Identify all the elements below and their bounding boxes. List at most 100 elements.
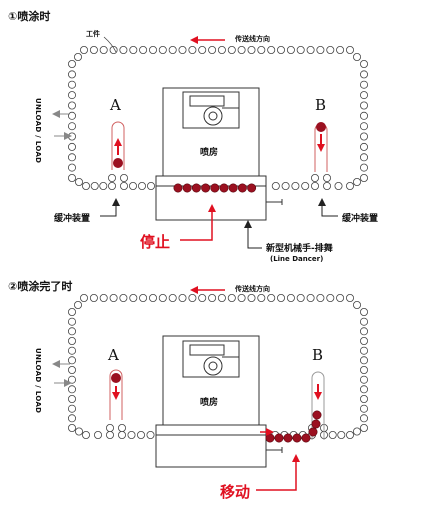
chain-link (148, 293, 157, 302)
chain-link (208, 46, 217, 55)
workpiece (191, 183, 201, 193)
chain-link (359, 375, 368, 384)
chain-link (68, 163, 77, 172)
chain-link (359, 173, 368, 182)
chain-link (286, 46, 295, 55)
label-a-2: A (108, 346, 119, 364)
chain-link (68, 336, 77, 345)
buffer-right-pointer (318, 198, 338, 217)
chain-link (168, 46, 177, 55)
label-b: B (315, 96, 327, 114)
chain-link (359, 70, 368, 79)
chain-link (146, 181, 155, 190)
chain-link (281, 181, 290, 190)
chain-link (345, 430, 354, 439)
unload-load-label-2: UNLOAD / LOAD (34, 348, 42, 414)
chain-link (68, 122, 77, 131)
robot-pointer (244, 220, 262, 249)
chain-link (301, 181, 310, 190)
chain-link (94, 430, 103, 439)
chain-link (106, 430, 115, 439)
chain-link (359, 163, 368, 172)
buffer-b-loop-2 (311, 371, 325, 440)
chain-link (137, 181, 146, 190)
chain-link (359, 394, 368, 403)
state-move-label: 移动 (220, 483, 251, 501)
chain-link (247, 46, 256, 55)
buffer-a-loop (111, 121, 125, 170)
chain-link (89, 46, 98, 55)
chain-link (68, 142, 77, 151)
chain-link (257, 293, 266, 302)
move-pointer (256, 454, 300, 491)
buffer-a-workpiece-2 (111, 373, 121, 383)
chain-link (359, 327, 368, 336)
chain-link (68, 317, 77, 326)
chain-link (89, 293, 98, 302)
chain-link (188, 46, 197, 55)
chain-link (168, 293, 177, 302)
chain-link (68, 111, 77, 120)
chain-link (188, 293, 197, 302)
chain-link (106, 423, 115, 432)
chain-link (99, 293, 108, 302)
chain-link (334, 181, 343, 190)
spray-booth (162, 87, 260, 177)
chain-link (310, 173, 319, 182)
chain-link (359, 80, 368, 89)
chain-link (119, 46, 128, 55)
chain-link (328, 430, 337, 439)
chain-link (68, 385, 77, 394)
chain-link (129, 293, 138, 302)
workpiece (292, 433, 302, 443)
workpieces-stopped (173, 183, 257, 193)
workpiece (311, 419, 321, 429)
chain-link (158, 293, 167, 302)
buffer-left-label: 缓冲装置 (54, 214, 91, 224)
buffer-right-label: 缓冲装置 (342, 214, 379, 224)
chain-link (109, 293, 118, 302)
panel-2-graphics (52, 286, 368, 491)
chain-link (198, 293, 207, 302)
chain-link (326, 293, 335, 302)
chain-link (109, 46, 118, 55)
chain-link (68, 91, 77, 100)
unload-load-label: UNLOAD / LOAD (34, 98, 42, 164)
workpiece (173, 183, 183, 193)
chain-link (68, 60, 77, 69)
chain-link (118, 430, 127, 439)
chain-link (99, 181, 108, 190)
chain-link (337, 430, 346, 439)
chain-link (68, 173, 77, 182)
chain-link (359, 142, 368, 151)
chain-link (80, 46, 89, 55)
panel-1-title: ①喷涂时 (8, 10, 51, 23)
workpiece (274, 433, 284, 443)
workpiece (312, 410, 322, 420)
chain-link (136, 430, 145, 439)
buffer-left-pointer (100, 198, 120, 217)
chain-link (227, 46, 236, 55)
panel-1-graphics (52, 36, 368, 249)
chain-link (74, 53, 83, 62)
line-dancer-rail-2 (155, 424, 283, 468)
workpieces-moving (265, 410, 322, 443)
robot-label: 新型机械手-排舞 (266, 244, 333, 254)
chain-link (118, 423, 127, 432)
chain-link (108, 181, 117, 190)
state-stop-label: 停止 (140, 233, 171, 251)
chain-link (352, 177, 361, 186)
chain-link (359, 414, 368, 423)
workpiece (308, 427, 318, 437)
chain-link (129, 46, 138, 55)
chain-link (208, 293, 217, 302)
chain-link (68, 394, 77, 403)
chain-link (108, 173, 117, 182)
chain-link (68, 404, 77, 413)
workpiece (182, 183, 192, 193)
workpiece-label: 工件 (86, 30, 100, 38)
conveyor-direction-label: 传送线方向 (235, 35, 270, 43)
chain-link (68, 423, 77, 432)
